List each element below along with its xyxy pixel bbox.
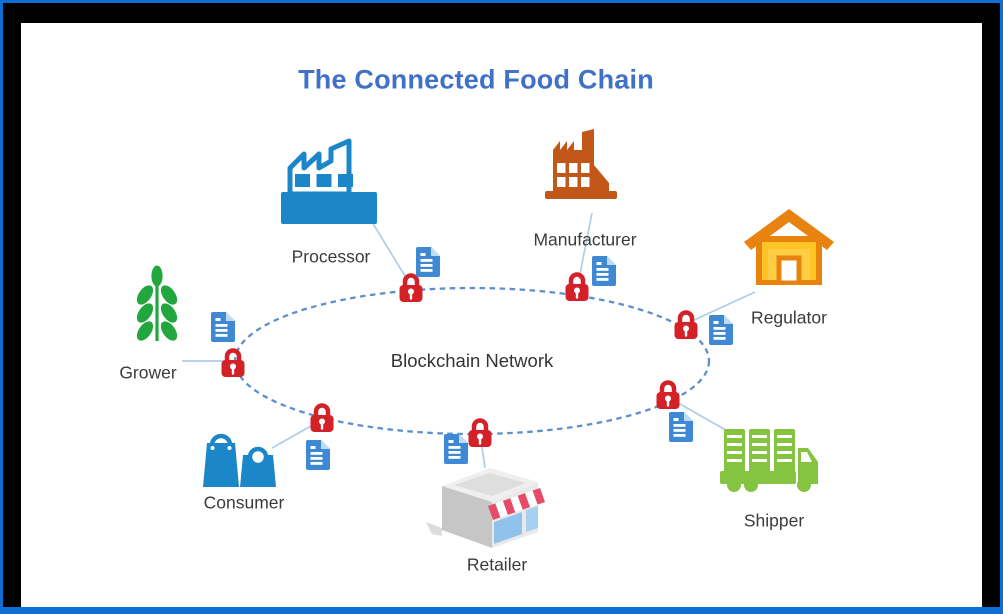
factory-blue-icon bbox=[281, 136, 377, 226]
grower-label: Grower bbox=[119, 362, 177, 383]
consumer-lock-icon bbox=[308, 400, 336, 434]
consumer-connector-line bbox=[271, 421, 319, 449]
consumer-document-icon bbox=[303, 439, 333, 471]
shipper-lock-icon bbox=[654, 377, 682, 411]
network-label: Blockchain Network bbox=[390, 350, 554, 371]
truck-icon bbox=[718, 421, 820, 493]
manufacturer-connector-line bbox=[578, 212, 593, 280]
manufacturer-label: Manufacturer bbox=[533, 229, 637, 250]
processor-document-icon bbox=[413, 246, 443, 278]
processor-connector-line bbox=[371, 221, 409, 282]
factory-orange-icon bbox=[543, 123, 625, 201]
regulator-document-icon bbox=[706, 314, 736, 346]
shopping-bags-icon bbox=[201, 421, 283, 489]
regulator-connector-line bbox=[691, 291, 756, 322]
diagram-canvas: The Connected Food Chain Blockchain Netw… bbox=[21, 23, 982, 607]
retailer-label: Retailer bbox=[466, 554, 528, 575]
retailer-lock-icon bbox=[466, 415, 494, 449]
retailer-document-icon bbox=[441, 433, 471, 465]
bottom-accent-line bbox=[3, 607, 1000, 611]
regulator-lock-icon bbox=[672, 307, 700, 341]
manufacturer-document-icon bbox=[589, 255, 619, 287]
manufacturer-lock-icon bbox=[563, 269, 591, 303]
regulator-label: Regulator bbox=[751, 307, 827, 328]
wheat-icon bbox=[131, 265, 183, 343]
shipper-document-icon bbox=[666, 411, 696, 443]
diagram-title: The Connected Food Chain bbox=[298, 64, 654, 95]
processor-lock-icon bbox=[397, 270, 425, 304]
shipper-label: Shipper bbox=[743, 510, 805, 531]
processor-label: Processor bbox=[291, 246, 371, 267]
grower-document-icon bbox=[208, 311, 238, 343]
house-icon bbox=[744, 209, 834, 285]
storefront-icon bbox=[426, 460, 548, 548]
consumer-label: Consumer bbox=[203, 492, 285, 513]
grower-lock-icon bbox=[219, 345, 247, 379]
